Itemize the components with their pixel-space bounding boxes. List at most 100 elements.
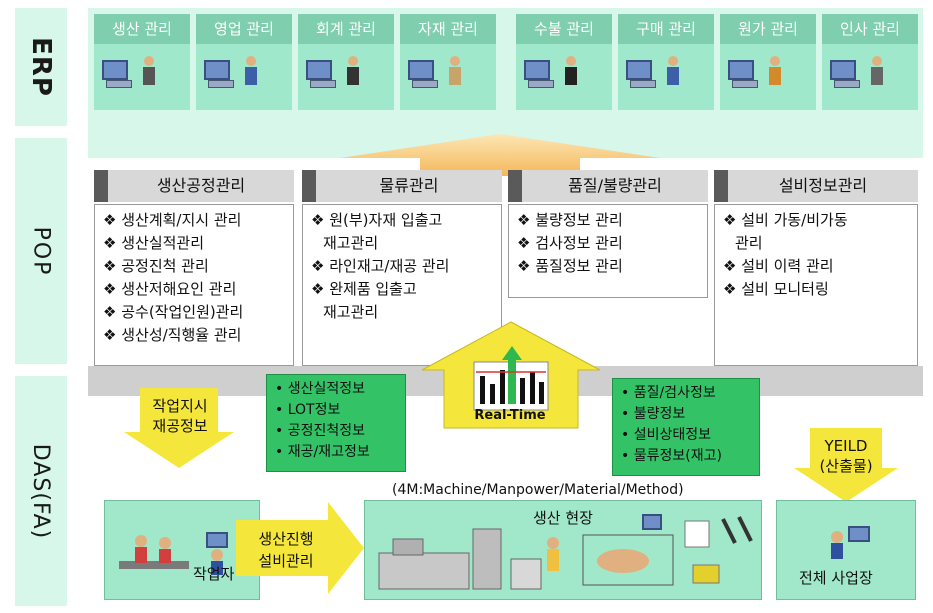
warehouse-icon	[400, 44, 496, 106]
erp-module: 구매 관리	[618, 14, 714, 110]
worker-icon	[516, 44, 612, 106]
production-info-box: • 생산실적정보 • LOT정보 • 공정진척정보 • 재공/재고정보	[266, 374, 406, 472]
progress-line-1: 생산진행	[258, 530, 314, 548]
computer-icon	[626, 60, 652, 80]
computer-icon	[306, 60, 332, 80]
pop-module-item: ❖ 공수(작업인원)관리	[103, 303, 244, 321]
keyboard-icon	[528, 80, 554, 88]
erp-module: 인사 관리	[822, 14, 918, 110]
person-icon	[871, 56, 883, 85]
production-info-item: • 생산실적정보	[275, 381, 365, 397]
pop-module-title: 물류관리	[302, 170, 502, 202]
production-info-item: • 공정진척정보	[275, 423, 365, 439]
factory-machines-icon	[378, 514, 753, 590]
realtime-label: Real-Time	[474, 408, 546, 423]
keyboard-icon	[412, 80, 438, 88]
production-info-item: • LOT정보	[275, 402, 341, 418]
person-icon	[347, 56, 359, 85]
person-icon	[667, 56, 679, 85]
keyboard-icon	[630, 80, 656, 88]
erp-module-label: 영업 관리	[196, 14, 292, 44]
yield-line-1: YEILD	[824, 437, 868, 455]
pop-module-item: ❖ 품질정보 관리	[517, 257, 623, 275]
yield-line-2: (산출물)	[819, 457, 873, 475]
worker-scene-icon	[119, 532, 228, 575]
pop-module-item: ❖ 라인재고/재공 관리	[311, 257, 450, 275]
quality-info-item: • 품질/검사정보	[621, 385, 716, 401]
erp-module: 영업 관리	[196, 14, 292, 110]
staff-icon	[822, 44, 918, 106]
progress-label: 생산진행 설비관리	[246, 528, 326, 572]
pop-module-title: 품질/불량관리	[508, 170, 708, 202]
pop-module-item: ❖ 설비 가동/비가동	[723, 211, 848, 229]
accountant-icon	[298, 44, 394, 106]
erp-module-label: 구매 관리	[618, 14, 714, 44]
work-order-arrow	[124, 388, 234, 468]
erp-module: 생산 관리	[94, 14, 190, 110]
production-site-floor: 생산 현장	[364, 500, 762, 600]
person-icon	[565, 56, 577, 85]
person-icon	[143, 56, 155, 85]
pop-module-item: ❖ 설비 모니터링	[723, 280, 829, 298]
sales-people-icon	[196, 44, 292, 106]
pop-module-item: ❖ 설비 이력 관리	[723, 257, 834, 275]
erp-module-label: 인사 관리	[822, 14, 918, 44]
quality-info-item: • 설비상태정보	[621, 427, 711, 443]
erp-module-label: 생산 관리	[94, 14, 190, 44]
erp-band-label: ERP	[15, 8, 67, 126]
yield-label: YEILD (산출물)	[800, 436, 892, 476]
plant-operator-icon	[831, 526, 870, 559]
pop-module-item: ❖ 완제품 입출고	[311, 280, 417, 298]
work-order-line-1: 작업지시	[152, 397, 208, 415]
computer-icon	[102, 60, 128, 80]
erp-module-label: 원가 관리	[720, 14, 816, 44]
computer-icon	[830, 60, 856, 80]
pop-module-title: 생산공정관리	[94, 170, 294, 202]
keyboard-icon	[834, 80, 860, 88]
pop-module-box: ❖ 불량정보 관리❖ 검사정보 관리❖ 품질정보 관리	[508, 204, 708, 298]
computer-icon	[728, 60, 754, 80]
computer-icon	[524, 60, 550, 80]
cost-icon	[720, 44, 816, 106]
computer-icon	[204, 60, 230, 80]
erp-module-label: 회계 관리	[298, 14, 394, 44]
pop-module-title: 설비정보관리	[714, 170, 918, 202]
quality-info-item: • 물류정보(재고)	[621, 448, 722, 464]
pop-module-item: ❖ 생산성/직행율 관리	[103, 326, 242, 344]
computer-icon	[408, 60, 434, 80]
erp-module-label: 수불 관리	[516, 14, 612, 44]
pop-band-label: POP	[15, 138, 67, 364]
progress-line-2: 설비관리	[258, 552, 314, 570]
keyboard-icon	[106, 80, 132, 88]
quality-info-box: • 품질/검사정보 • 불량정보 • 설비상태정보 • 물류정보(재고)	[612, 378, 760, 476]
yield-arrow	[794, 428, 898, 502]
pop-module-box: ❖ 생산계획/지시 관리❖ 생산실적관리❖ 공정진척 관리❖ 생산저해요인 관리…	[94, 204, 294, 366]
das-band-label: DAS(FA)	[15, 376, 67, 606]
person-icon	[769, 56, 781, 85]
pop-module-item: ❖ 원(부)자재 입출고	[311, 211, 443, 229]
buyer-icon	[618, 44, 714, 106]
work-order-label: 작업지시 재공정보	[138, 396, 222, 436]
erp-module-label: 자재 관리	[400, 14, 496, 44]
production-site-label: 생산 현장	[533, 509, 593, 527]
erp-module: 자재 관리	[400, 14, 496, 110]
erp-module: 수불 관리	[516, 14, 612, 110]
pop-module-item: 재고관리	[323, 234, 379, 252]
factory-icon	[94, 44, 190, 106]
plant-label: 전체 사업장	[799, 569, 873, 587]
pop-module-item: ❖ 불량정보 관리	[517, 211, 623, 229]
pop-module-item: ❖ 생산저해요인 관리	[103, 280, 237, 298]
keyboard-icon	[208, 80, 234, 88]
person-icon	[449, 56, 461, 85]
worker-floor: 작업자	[104, 500, 260, 600]
pop-module-item: 관리	[735, 234, 763, 252]
progress-arrow	[236, 502, 364, 594]
pop-to-erp-arrow	[340, 134, 660, 176]
keyboard-icon	[732, 80, 758, 88]
pop-module-item: ❖ 생산실적관리	[103, 234, 205, 252]
pop-module-item: ❖ 생산계획/지시 관리	[103, 211, 242, 229]
person-icon	[245, 56, 257, 85]
worker-label: 작업자	[193, 565, 235, 583]
work-order-line-2: 재공정보	[152, 417, 208, 435]
